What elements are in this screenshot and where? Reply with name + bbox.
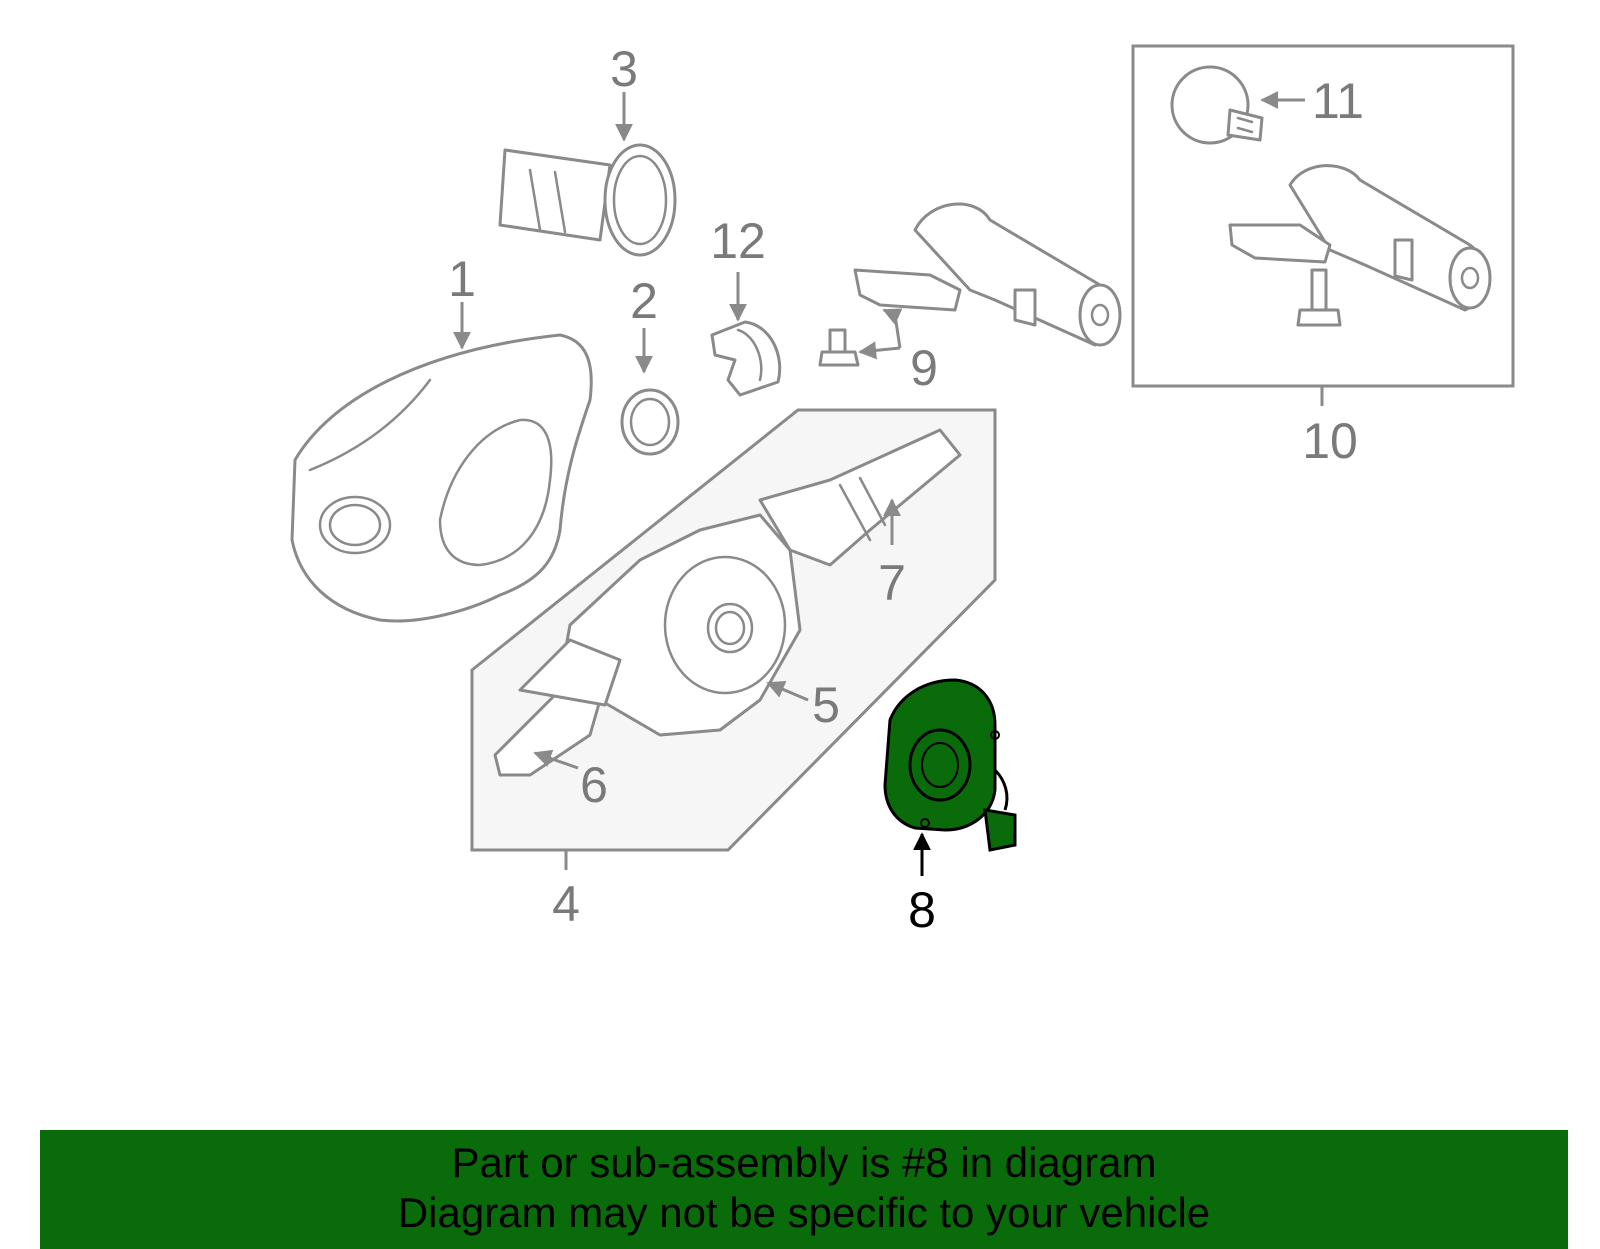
info-banner: Part or sub-assembly is #8 in diagram Di… (40, 1130, 1568, 1249)
leader-9 (882, 308, 903, 349)
part-8-spiral-cable (883, 678, 1017, 852)
part-2-ring (620, 388, 680, 456)
callout-9: 9 (910, 340, 938, 396)
banner-line-1: Part or sub-assembly is #8 in diagram (451, 1139, 1157, 1186)
callout-10: 10 (1302, 413, 1358, 469)
part-7-lever-right (758, 428, 962, 567)
callout-7: 7 (878, 555, 906, 611)
part-1-column-cover (290, 333, 593, 623)
callout-11: 11 (1312, 73, 1364, 129)
callout-4: 4 (552, 876, 580, 932)
callout-6: 6 (580, 757, 608, 813)
part-11-key-switch (1170, 65, 1264, 145)
leader-6 (533, 749, 579, 770)
leader-5 (766, 681, 809, 702)
callout-8: 8 (908, 882, 936, 938)
part-9-lock (818, 202, 1122, 367)
callout-1: 1 (448, 251, 476, 307)
leader-9b (858, 341, 901, 360)
banner-line-2: Diagram may not be specific to your vehi… (397, 1189, 1211, 1236)
part-10-lock-assembly (1228, 164, 1492, 327)
callout-2: 2 (630, 273, 658, 329)
part-6-lever-left (493, 638, 622, 777)
callout-5: 5 (812, 677, 840, 733)
part-3-cylinder (498, 143, 677, 257)
part-12-bracket (710, 320, 782, 397)
callout-3: 3 (610, 41, 638, 97)
callout-12: 12 (710, 213, 766, 269)
